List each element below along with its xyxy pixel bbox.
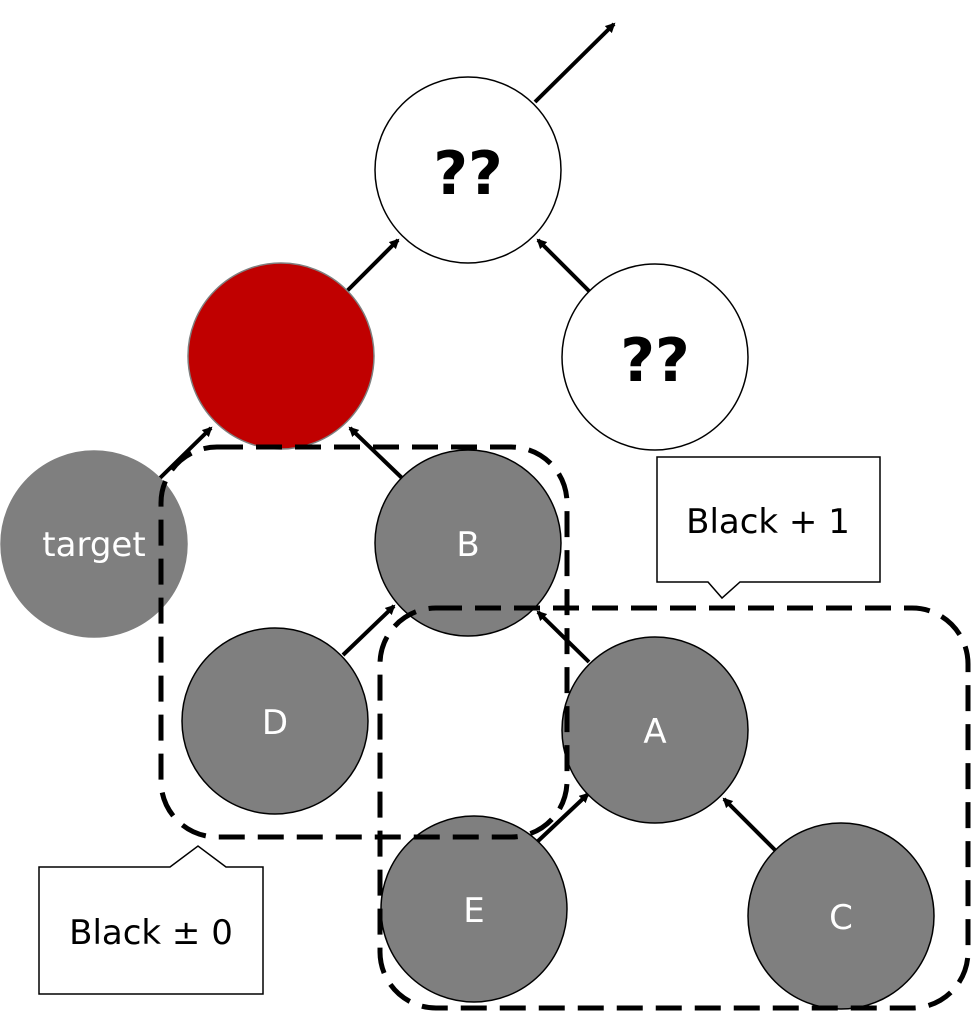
callout-black-plus-minus-zero-shape <box>38 845 264 995</box>
node-root: ?? <box>374 76 562 264</box>
node-root-label: ?? <box>433 139 503 209</box>
edge-sibling-to-root <box>536 238 591 293</box>
node-d-circle <box>181 627 369 815</box>
edge-target-to-parent <box>158 426 213 480</box>
node-c-circle <box>747 822 935 1010</box>
group-box-subtree-b-d <box>158 444 570 840</box>
group-box-subtree-a-e-c <box>377 605 971 1011</box>
node-b-circle <box>374 449 562 637</box>
node-d: D <box>181 627 369 815</box>
node-b: B <box>374 449 562 637</box>
callout-black-plus-one-text: Black + 1 <box>686 502 850 542</box>
node-sibling-circle <box>561 263 749 451</box>
node-e: E <box>380 815 568 1003</box>
node-a-circle <box>561 636 749 824</box>
edge-e-to-a <box>535 792 590 844</box>
node-sibling-label: ?? <box>620 326 690 396</box>
callout-black-plus-one: Black + 1 <box>656 456 881 600</box>
node-c-label: C <box>829 898 853 938</box>
node-parent <box>187 262 375 450</box>
edge-c-to-a <box>722 797 779 854</box>
nodes: ?? ?? target B D A E C <box>0 76 935 1010</box>
edge-a-to-b <box>536 610 591 664</box>
node-e-label: E <box>463 891 484 931</box>
callout-black-plus-minus-zero-text: Black ± 0 <box>69 913 233 953</box>
node-target-circle <box>0 450 188 638</box>
node-target-label: target <box>42 525 145 565</box>
edge-d-to-b <box>341 604 396 657</box>
callout-black-plus-minus-zero: Black ± 0 <box>38 845 264 995</box>
node-root-circle <box>374 76 562 264</box>
node-b-label: B <box>456 525 479 565</box>
node-c: C <box>747 822 935 1010</box>
node-a: A <box>561 636 749 824</box>
group-boxes <box>158 444 971 1011</box>
node-a-label: A <box>643 712 666 752</box>
node-sibling: ?? <box>561 263 749 451</box>
node-d-label: D <box>262 703 288 743</box>
edge-parent-to-root <box>345 238 400 293</box>
node-target: target <box>0 450 188 638</box>
edge-b-to-parent <box>348 426 404 480</box>
edges <box>158 22 779 854</box>
node-parent-circle <box>187 262 375 450</box>
edge-root-up <box>533 22 616 104</box>
callout-black-plus-one-shape <box>656 456 881 600</box>
